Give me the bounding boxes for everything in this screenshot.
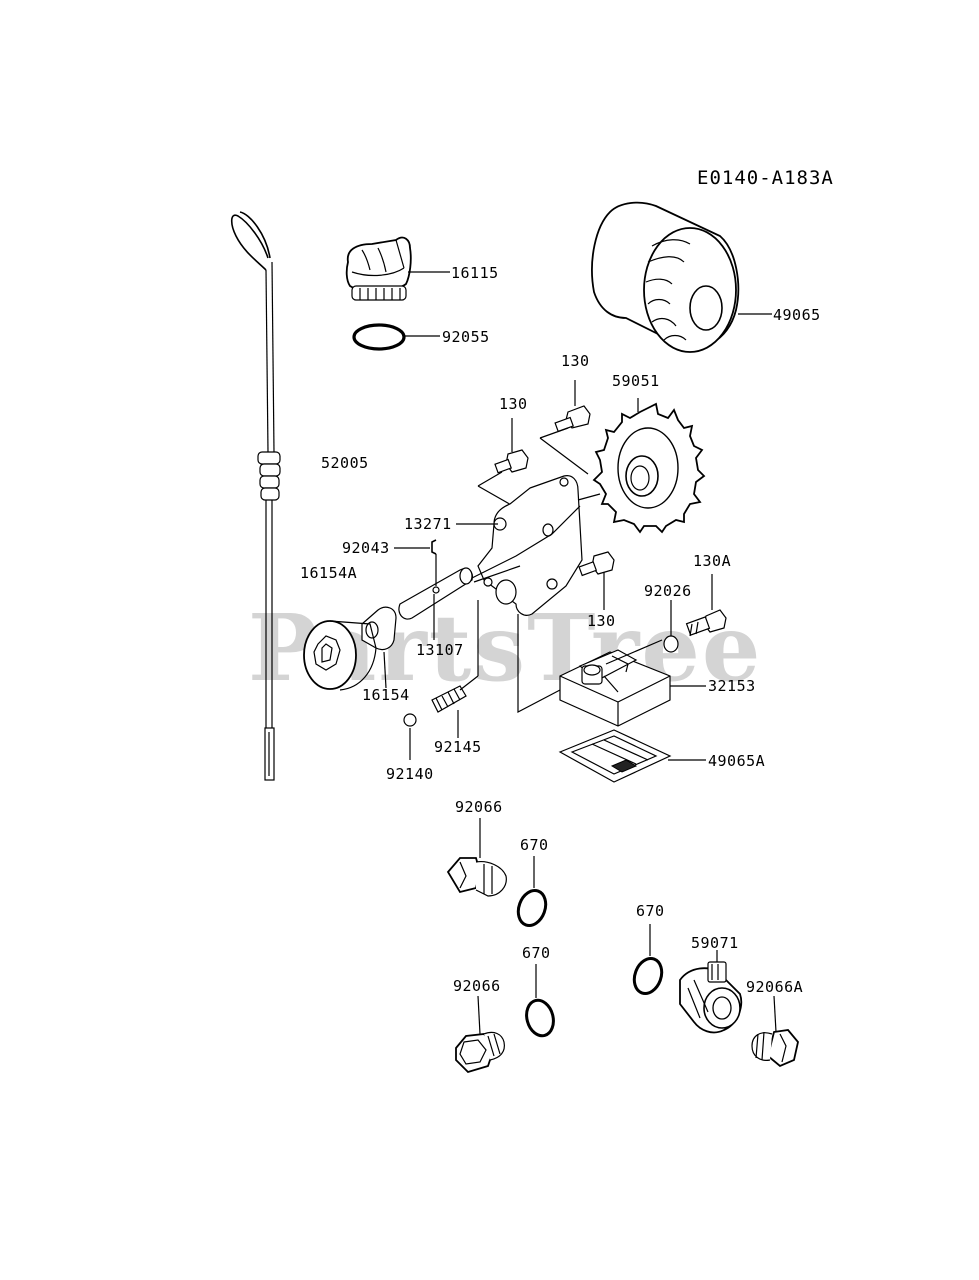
label-16115: 16115 [451, 264, 499, 282]
oil-filler-cap-part [345, 236, 412, 301]
label-670-b: 670 [522, 944, 551, 962]
label-16154A: 16154A [300, 564, 357, 582]
label-92066-upper: 92066 [455, 798, 503, 816]
label-59051: 59051 [612, 372, 660, 390]
assembly-line-bolts [477, 427, 589, 511]
label-130A: 130A [693, 552, 731, 570]
spring-part [431, 600, 479, 713]
label-49065: 49065 [773, 306, 821, 324]
drain-plug-upper-part [446, 818, 507, 897]
ball-part [403, 713, 417, 727]
oring-670-b-part [525, 998, 555, 1038]
label-52005: 52005 [321, 454, 369, 472]
diagram-code: E0140-A183A [697, 167, 834, 189]
label-59071: 59071 [691, 934, 739, 952]
bolt-130A-part [685, 574, 727, 637]
gear-part [592, 398, 706, 534]
label-92140: 92140 [386, 765, 434, 783]
fitting-part [679, 950, 743, 1034]
collar-part [663, 635, 679, 653]
valve-block-part [559, 649, 671, 727]
pump-plate-part [477, 475, 601, 616]
label-13107: 13107 [416, 641, 464, 659]
bolt-130-mid-part [494, 418, 529, 474]
bolt-130-lower-part [578, 551, 615, 610]
outer-rotor-part [303, 620, 377, 691]
oring-670-a-part [516, 889, 548, 927]
label-49065A: 49065A [708, 752, 765, 770]
oil-filter-part [591, 201, 740, 353]
label-130-lower: 130 [587, 612, 616, 630]
clip-92043-part [431, 539, 437, 555]
label-32153: 32153 [708, 677, 756, 695]
plug-92066A-part [751, 995, 799, 1068]
label-670-c: 670 [636, 902, 665, 920]
shaft-part [398, 505, 581, 620]
label-92055: 92055 [442, 328, 490, 346]
label-92145: 92145 [434, 738, 482, 756]
inner-rotor-part [361, 606, 397, 651]
label-92043: 92043 [342, 539, 390, 557]
label-92066-lower: 92066 [453, 977, 501, 995]
label-16154: 16154 [362, 686, 410, 704]
bolt-130-upper-part [554, 380, 591, 433]
label-13271: 13271 [404, 515, 452, 533]
label-130-mid: 130 [499, 395, 528, 413]
oring-670-c-part [632, 957, 664, 995]
drain-plug-lower-part [455, 995, 505, 1074]
label-92066A: 92066A [746, 978, 803, 996]
label-130-upper: 130 [561, 352, 590, 370]
label-670-a: 670 [520, 836, 549, 854]
label-92026: 92026 [644, 582, 692, 600]
dipstick-part [230, 211, 281, 781]
filler-oring-part [352, 323, 406, 351]
strainer-part [558, 729, 672, 783]
